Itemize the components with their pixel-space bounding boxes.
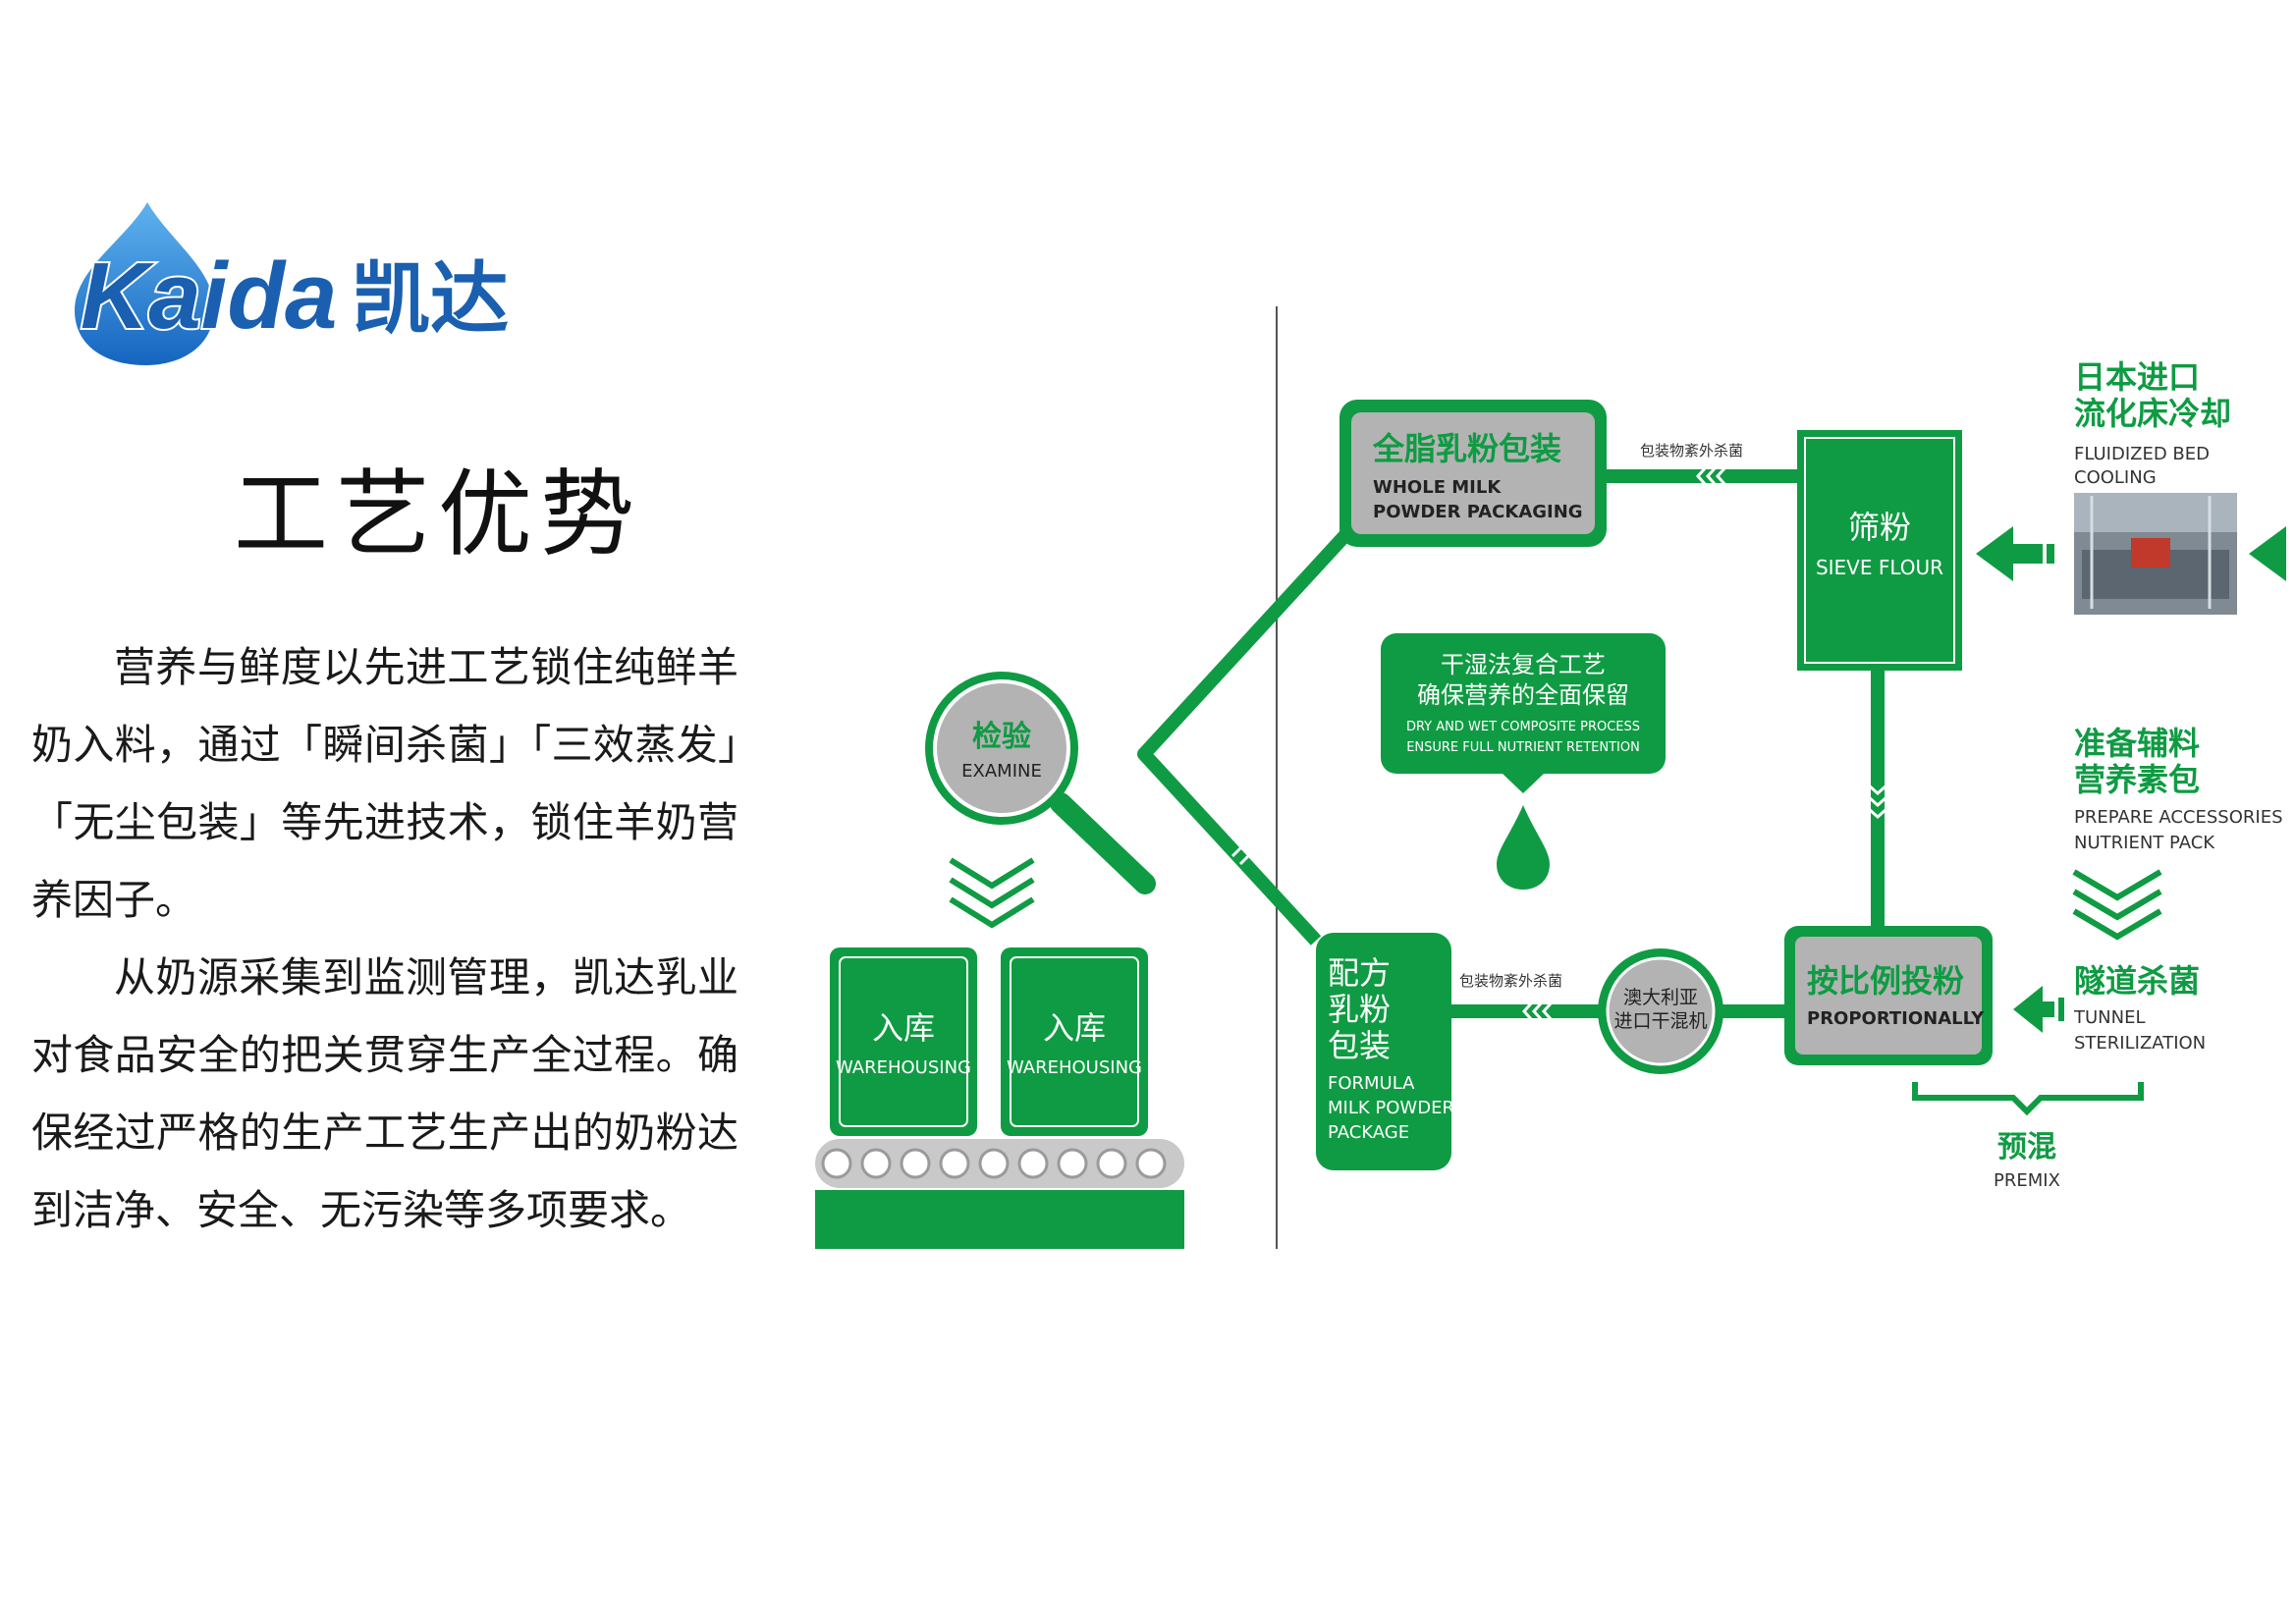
examine-en: EXAMINE [961,761,1042,782]
whole-milk-en: POWDER PACKAGING [1373,502,1583,522]
dry-mixer-circle: 澳大利亚 进口干混机 [1598,948,1723,1074]
left-arrow-icon [2013,986,2064,1033]
left-arrow-icon [2249,526,2286,581]
warehousing-cn: 入库 [1043,1009,1106,1047]
prepare-en: NUTRIENT PACK [2074,833,2215,853]
warehousing-cn: 入库 [872,1009,935,1047]
premix-brace [1912,1082,2144,1116]
formula-en: FORMULA [1328,1073,1415,1094]
tunnel-cn: 隧道杀菌 [2074,962,2200,1000]
warehousing-en: WAREHOUSING [836,1057,971,1078]
formula-en: MILK POWDER [1328,1098,1454,1118]
sieve-flour-box: 筛粉 SIEVE FLOUR [1797,430,1962,671]
kaida-logo: Kaida 凯达 [75,202,509,365]
fluidized-bed-photo [2074,493,2237,615]
proportional-cn: 按比例投粉 [1807,962,1964,1000]
prepare-cn: 准备辅料 [2074,725,2200,762]
sieve-cn: 筛粉 [1848,509,1911,546]
formula-cn: 乳粉 [1328,991,1391,1028]
tunnel-en: TUNNEL [2073,1007,2146,1028]
warehousing-box: 入库 WAREHOUSING [830,947,977,1136]
fluidized-cn: 流化床冷却 [2074,395,2231,432]
center-en: ENSURE FULL NUTRIENT RETENTION [1406,740,1640,755]
sieve-en: SIEVE FLOUR [1816,556,1943,579]
tunnel-en: STERILIZATION [2074,1033,2206,1054]
outer-sterilize-label: 包装物紊外杀菌 [1459,972,1562,990]
composite-process-note: 干湿法复合工艺 确保营养的全面保留 DRY AND WET COMPOSITE … [1381,633,1666,793]
water-drop-icon [75,202,214,365]
logo-cn-text: 凯达 [352,253,509,345]
center-cn: 干湿法复合工艺 [1441,651,1606,678]
down-chevrons-icon [949,857,1035,929]
magnifier-icon: 检验 EXAMINE [925,672,1156,894]
examine-cn: 检验 [972,720,1031,754]
milk-drop-icon [1497,805,1550,890]
proportional-en: PROPORTIONALLY [1807,1008,1985,1029]
intro-paragraph: 营养与鲜度以先进工艺锁住纯鲜羊奶入料，通过「瞬间杀菌」「三效蒸发」「无尘包装」等… [31,643,738,924]
intro-text: 营养与鲜度以先进工艺锁住纯鲜羊奶入料，通过「瞬间杀菌」「三效蒸发」「无尘包装」等… [31,628,738,1249]
formula-cn: 包装 [1328,1027,1391,1064]
logo-text: Kaida [81,243,337,349]
intro-paragraph: 从奶源采集到监测管理，凯达乳业对食品安全的把关贯穿生产全过程。确保经过严格的生产… [31,953,738,1234]
fluidized-en: FLUIDIZED BED [2074,444,2210,464]
flow-chevrons [1228,466,1887,1021]
down-chevrons-icon [2072,869,2162,941]
fluidized-cn: 日本进口 [2074,358,2200,396]
formula-package-box: 配方 乳粉 包装 FORMULA MILK POWDER PACKAGE [1316,933,1454,1170]
fluidized-en: COOLING [2074,467,2157,488]
formula-en: PACKAGE [1328,1122,1409,1143]
conveyor-belt [815,1139,1184,1249]
proportional-feeding-box: 按比例投粉 PROPORTIONALLY [1784,926,1993,1065]
whole-milk-cn: 全脂乳粉包装 [1372,430,1561,467]
center-en: DRY AND WET COMPOSITE PROCESS [1406,720,1640,734]
prepare-cn: 营养素包 [2074,761,2200,798]
outer-sterilize-label: 包装物紊外杀菌 [1640,442,1743,460]
whole-milk-packaging-box: 全脂乳粉包装 WHOLE MILK POWDER PACKAGING [1339,400,1607,547]
left-arrow-icon [1976,526,2054,581]
whole-milk-en: WHOLE MILK [1373,477,1502,498]
warehousing-box: 入库 WAREHOUSING [1001,947,1148,1136]
premix-en: PREMIX [1994,1170,2060,1191]
premix-cn: 预混 [1997,1130,2056,1164]
warehousing-en: WAREHOUSING [1007,1057,1142,1078]
formula-cn: 配方 [1328,954,1391,992]
mixer-cn: 进口干混机 [1613,1010,1707,1032]
mixer-cn: 澳大利亚 [1623,987,1698,1008]
prepare-en: PREPARE ACCESSORIES [2074,807,2283,828]
page-title: 工艺优势 [234,460,642,569]
center-cn: 确保营养的全面保留 [1417,681,1629,709]
